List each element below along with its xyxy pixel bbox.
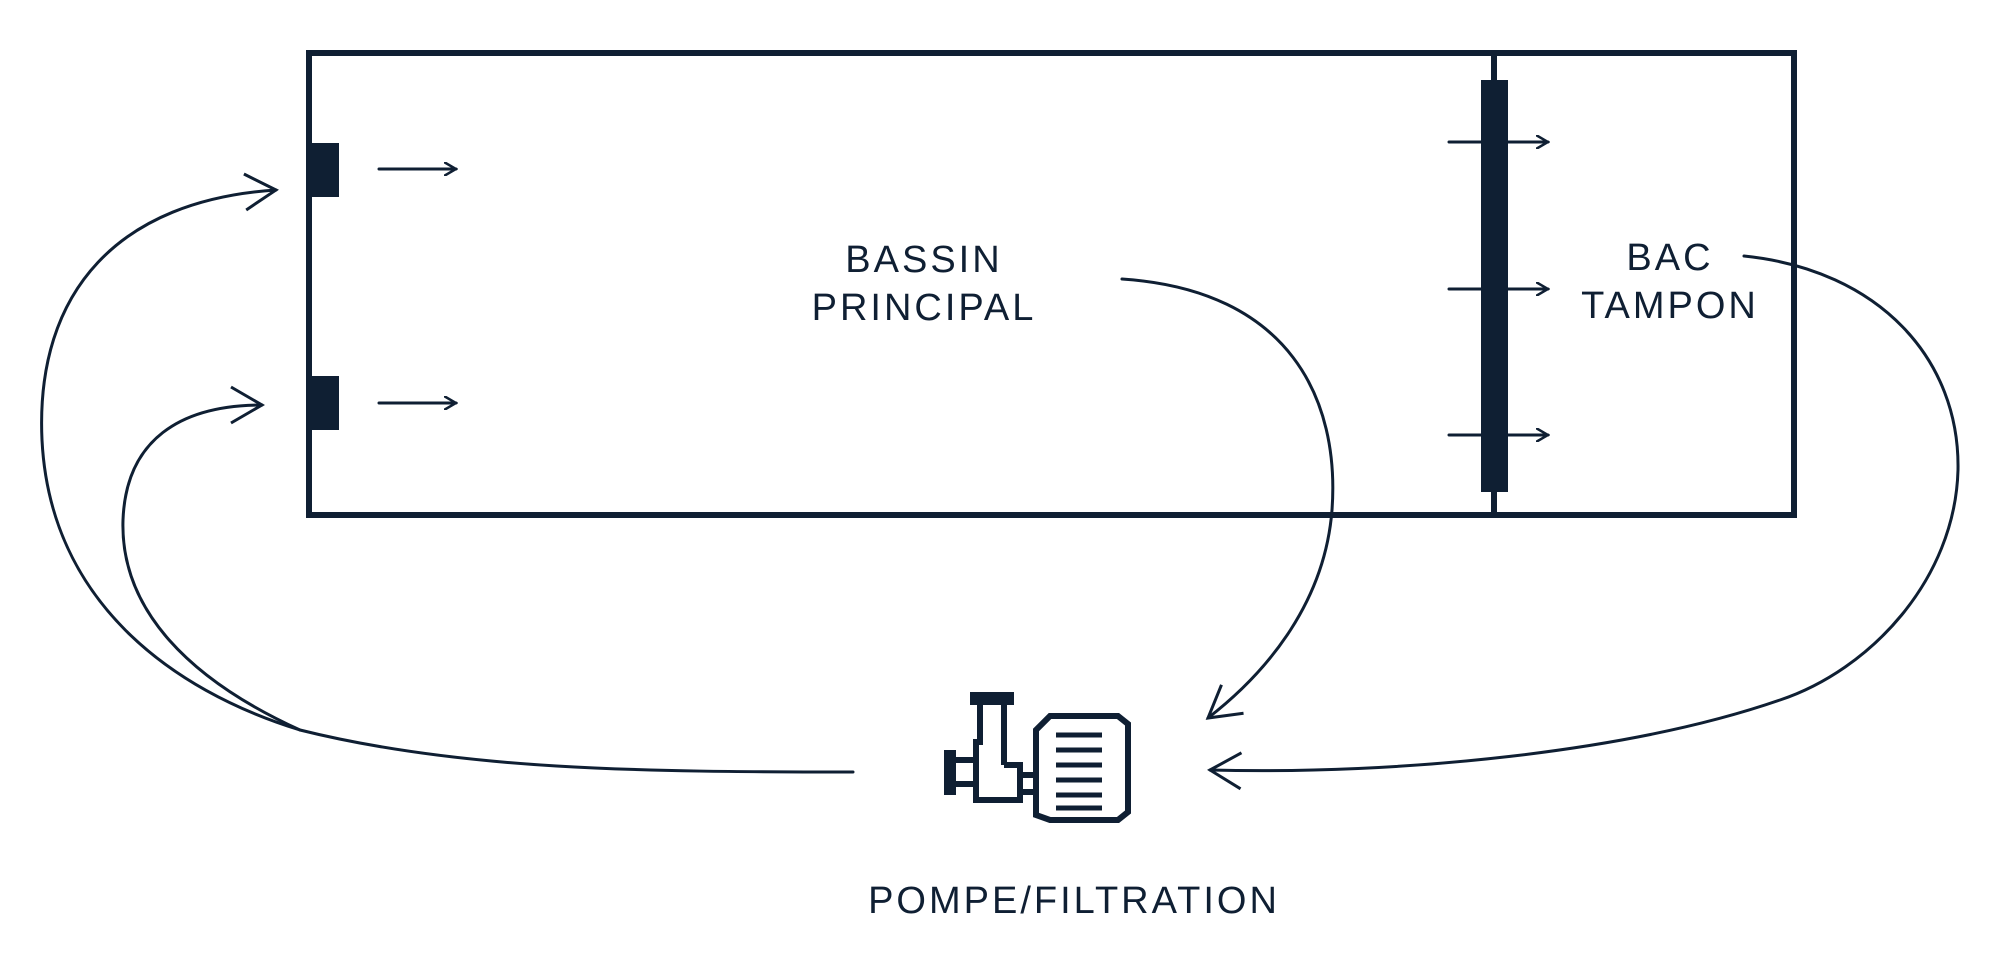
flow-return-to-lower-inlet: [121, 385, 302, 732]
flow-buffer-to-pump: [1207, 254, 1960, 791]
label-bassin-line1: BASSIN: [845, 239, 1002, 281]
pool-outline: [306, 50, 1797, 518]
flow-basin-to-pump: [1120, 277, 1335, 720]
label-bassin-line2: PRINCIPAL: [812, 287, 1037, 329]
label-pompe: POMPE/FILTRATION: [868, 880, 1280, 922]
pump-motor-icon: [944, 692, 1131, 823]
flow-pump-return: [298, 728, 855, 774]
flow-return-to-upper-inlet: [40, 172, 302, 732]
label-bac-line2: TAMPON: [1581, 285, 1759, 327]
inlet-nozzle-icon: [309, 376, 339, 430]
motor-fins: [1056, 732, 1102, 811]
label-bac-line1: BAC: [1626, 237, 1713, 279]
overflow-weir-icon: [1481, 80, 1508, 492]
inlet-nozzle-icon: [309, 143, 339, 197]
